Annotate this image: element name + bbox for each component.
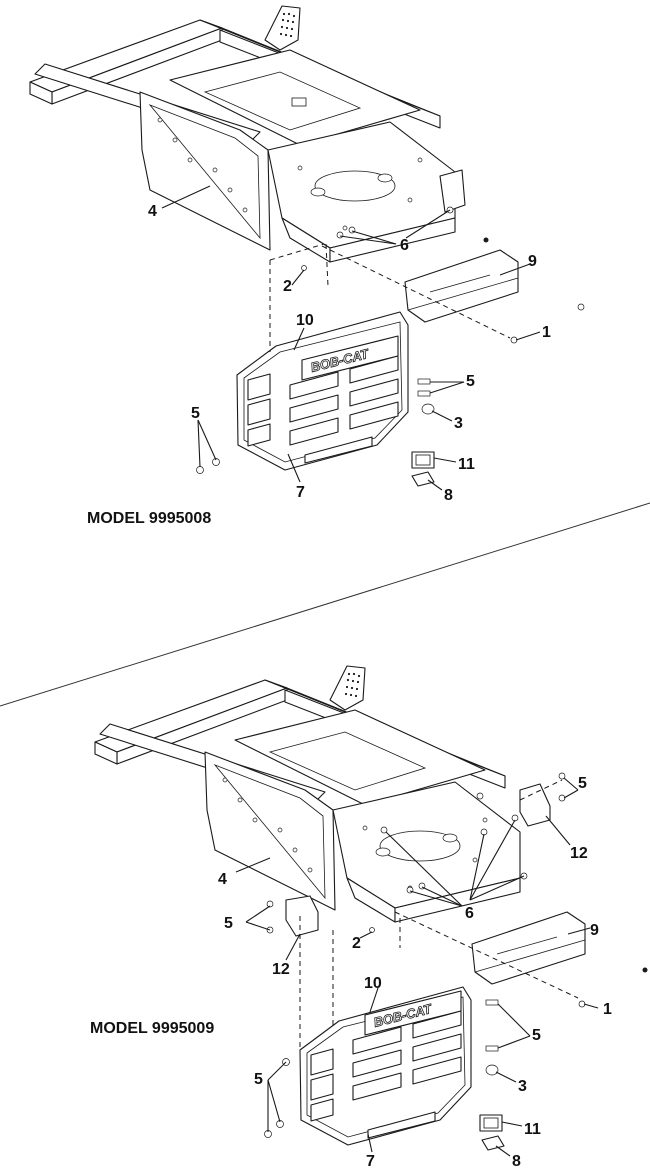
top-view: BOB-CAT [29, 5, 585, 527]
deflector-part-9-bottom [471, 911, 586, 985]
callout-9: 9 [590, 922, 599, 939]
grommet-part-3-bottom [485, 1064, 499, 1076]
bracket-part-12-right [519, 783, 551, 827]
callout-12: 12 [570, 845, 588, 862]
callout-9: 9 [528, 253, 537, 270]
callout-3: 3 [518, 1078, 527, 1095]
grommet-part-3-top [421, 403, 435, 415]
callout-1: 1 [603, 1001, 612, 1018]
model-label-bottom: MODEL 9995009 [90, 1020, 214, 1037]
callouts-bottom: 5 12 4 6 5 12 2 9 1 10 5 3 5 11 7 8 [218, 775, 612, 1170]
callout-5: 5 [224, 915, 233, 932]
frame-assembly-top [29, 5, 466, 263]
callout-10: 10 [296, 312, 314, 329]
decal-part-11-top [411, 451, 435, 469]
callout-3: 3 [454, 415, 463, 432]
shield-plate-part-7-top: BOB-CAT [236, 311, 409, 471]
bolt-part-5-bottom-upper-right [558, 772, 566, 780]
callouts-top: 4 6 2 9 1 10 5 3 5 11 7 8 [148, 203, 551, 504]
cap-part-8-top [411, 471, 435, 487]
bracket-part-12-left [285, 895, 319, 937]
deflector-part-9-top [404, 249, 519, 323]
nut-part-2-bottom [369, 927, 375, 933]
callout-4: 4 [218, 871, 227, 888]
callout-8: 8 [512, 1153, 521, 1170]
bolt-part-5-bottom-front-a [485, 999, 499, 1006]
nut-part-2-top [301, 265, 307, 271]
callout-5: 5 [254, 1071, 263, 1088]
callout-6: 6 [400, 237, 409, 254]
bolt-part-5-bottom-upper-left [266, 900, 274, 908]
leaders-top [161, 185, 541, 491]
frame-assembly-bottom [94, 665, 521, 923]
callout-12: 12 [272, 961, 290, 978]
cap-part-8-bottom [481, 1135, 505, 1151]
callout-7: 7 [366, 1153, 375, 1170]
shield-plate-part-7-bottom: BOB-CAT [299, 986, 472, 1146]
callout-6: 6 [465, 905, 474, 922]
callout-5: 5 [532, 1027, 541, 1044]
leaders-bottom [235, 777, 599, 1157]
decal-part-11-bottom [479, 1114, 503, 1132]
callout-5: 5 [191, 405, 200, 422]
bolt-part-5-top-a [417, 378, 431, 385]
bolt-part-5-top-b [212, 458, 220, 466]
callout-4: 4 [148, 203, 157, 220]
callout-1: 1 [542, 324, 551, 341]
callout-2: 2 [283, 278, 292, 295]
callout-11: 11 [458, 456, 475, 473]
callout-10: 10 [364, 975, 382, 992]
callout-11: 11 [524, 1121, 541, 1138]
callout-2: 2 [352, 935, 361, 952]
section-divider [0, 502, 650, 707]
model-label-top: MODEL 9995008 [87, 510, 211, 527]
callout-5: 5 [578, 775, 587, 792]
callout-5: 5 [466, 373, 475, 390]
callout-8: 8 [444, 487, 453, 504]
bottom-view: BOB-CAT [90, 665, 648, 1170]
callout-7: 7 [296, 484, 305, 501]
